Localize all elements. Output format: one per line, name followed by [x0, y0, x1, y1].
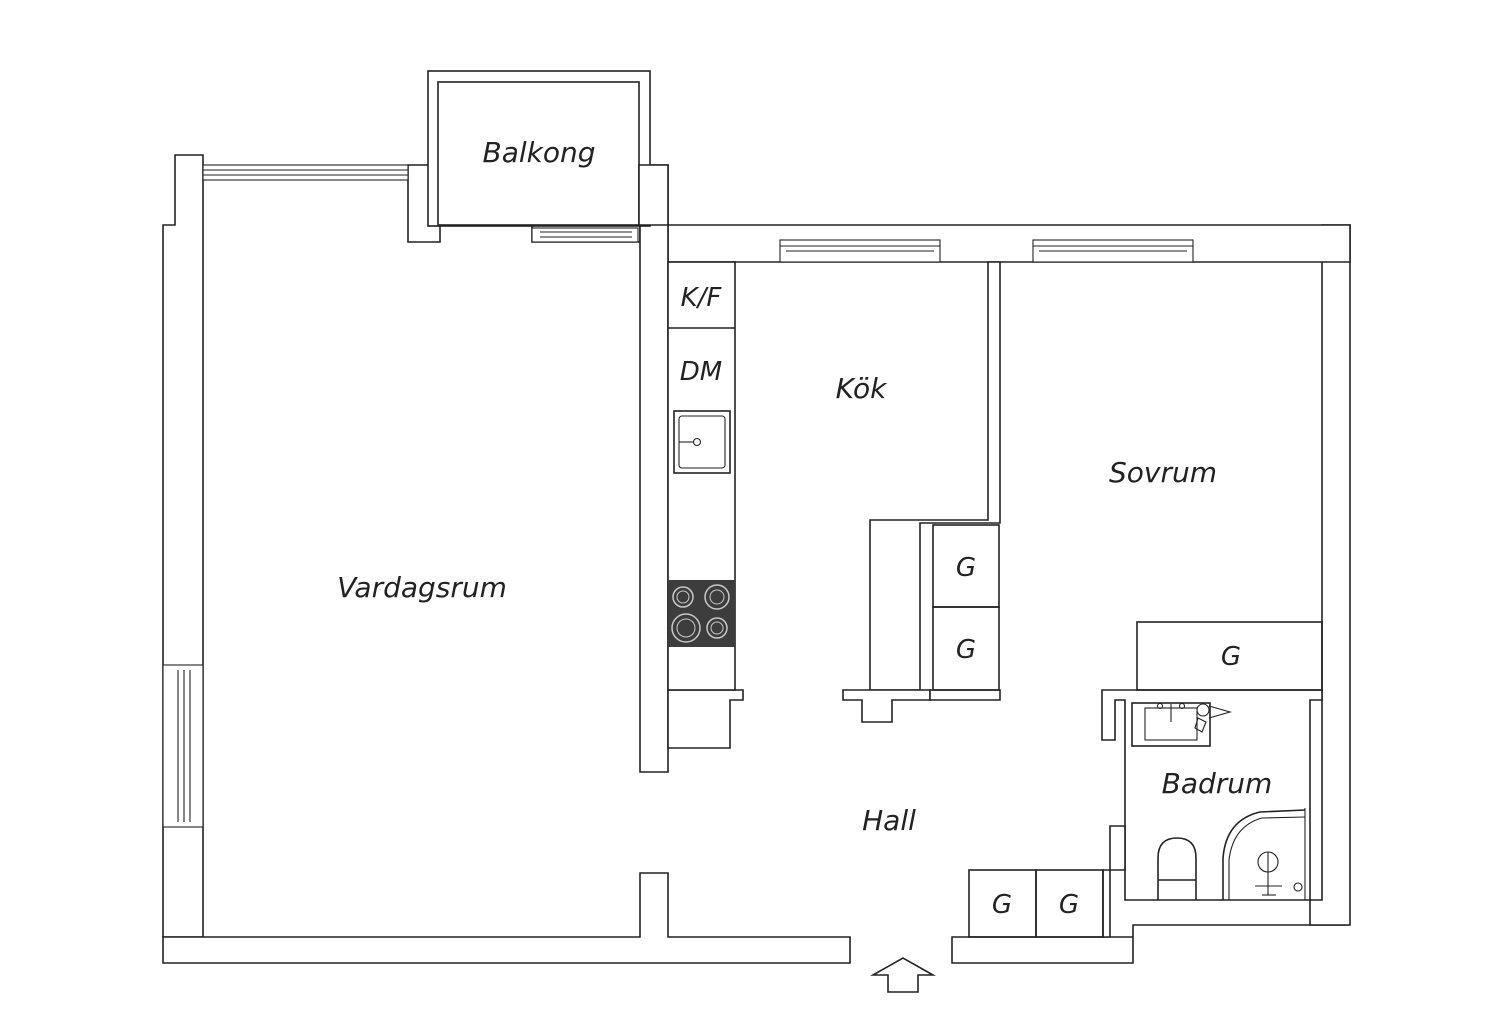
tap-icon: [1194, 703, 1233, 733]
wardrobes: G G G G G: [932, 524, 1323, 938]
wardrobe-hall-upper: G: [932, 524, 1000, 608]
wardrobe-label: G: [1221, 642, 1241, 672]
room-label-kok: Kök: [836, 372, 888, 405]
window-living-left: [162, 664, 204, 828]
kitchen-counter: K/F DM: [667, 261, 736, 691]
room-label-badrum: Badrum: [1162, 767, 1273, 800]
room-labels: Balkong Vardagsrum Kök Sovrum Badrum Hal…: [337, 136, 1272, 837]
window-living-top: [202, 164, 409, 181]
fridge-freezer-label: K/F: [681, 283, 723, 313]
windows: [162, 164, 1194, 828]
room-label-balkong: Balkong: [482, 136, 595, 169]
shower-icon: [1222, 808, 1306, 900]
bathroom-fixtures: [1131, 702, 1306, 900]
wardrobe-label: G: [1059, 890, 1079, 920]
wardrobe-hall-lower: G: [932, 606, 1000, 691]
wardrobe-entry-right: G: [1035, 869, 1104, 938]
wardrobe-label: G: [956, 635, 976, 665]
wardrobe-entry-left: G: [968, 869, 1037, 938]
window-balcony-door: [531, 227, 639, 243]
wardrobe-label: G: [956, 553, 976, 583]
dishwasher-label: DM: [680, 357, 722, 387]
window-bedroom: [1032, 239, 1194, 263]
interior-walls: [667, 261, 1323, 938]
toilet-icon: [1157, 837, 1197, 900]
stove-icon: [668, 580, 735, 647]
balcony: [427, 70, 669, 227]
entrance-arrow-icon: [869, 957, 937, 993]
sink-icon: [673, 410, 731, 474]
wardrobe-bedroom: G: [1136, 621, 1323, 691]
window-kitchen: [779, 239, 941, 263]
wardrobe-label: G: [992, 890, 1012, 920]
room-label-vardagsrum: Vardagsrum: [337, 571, 507, 604]
sink-icon: [1131, 702, 1211, 747]
room-label-sovrum: Sovrum: [1109, 456, 1217, 489]
room-label-hall: Hall: [862, 804, 916, 837]
